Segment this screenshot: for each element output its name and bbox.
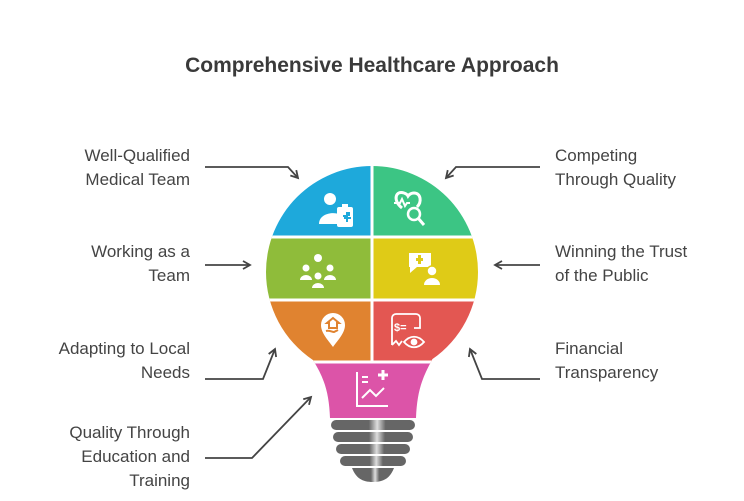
medical-chat-person-icon xyxy=(409,253,440,285)
doctor-clipboard-icon xyxy=(319,193,353,227)
arrow-competing-quality xyxy=(444,166,540,180)
segment-winning-trust xyxy=(372,237,478,300)
segment-competing-quality xyxy=(372,166,478,237)
segment-medical-team xyxy=(266,166,372,237)
segment-adapting-local xyxy=(266,300,372,362)
receipt-eye-icon: $= xyxy=(391,313,426,349)
team-icon xyxy=(300,254,336,288)
arrow-medical-team xyxy=(205,166,300,180)
bulb-screw-base xyxy=(331,420,415,482)
segment-working-team xyxy=(266,237,372,300)
heart-search-icon xyxy=(394,190,426,226)
segment-financial-transparency xyxy=(372,300,478,362)
diagram-title: Comprehensive Healthcare Approach xyxy=(185,54,559,77)
arrow-financial-transparency xyxy=(467,347,540,380)
arrow-adapting-local xyxy=(205,347,278,380)
location-home-hand-icon xyxy=(321,313,345,347)
chart-plus-icon xyxy=(356,370,388,407)
svg-text:$=: $= xyxy=(394,322,407,334)
arrow-quality-education xyxy=(205,395,313,459)
